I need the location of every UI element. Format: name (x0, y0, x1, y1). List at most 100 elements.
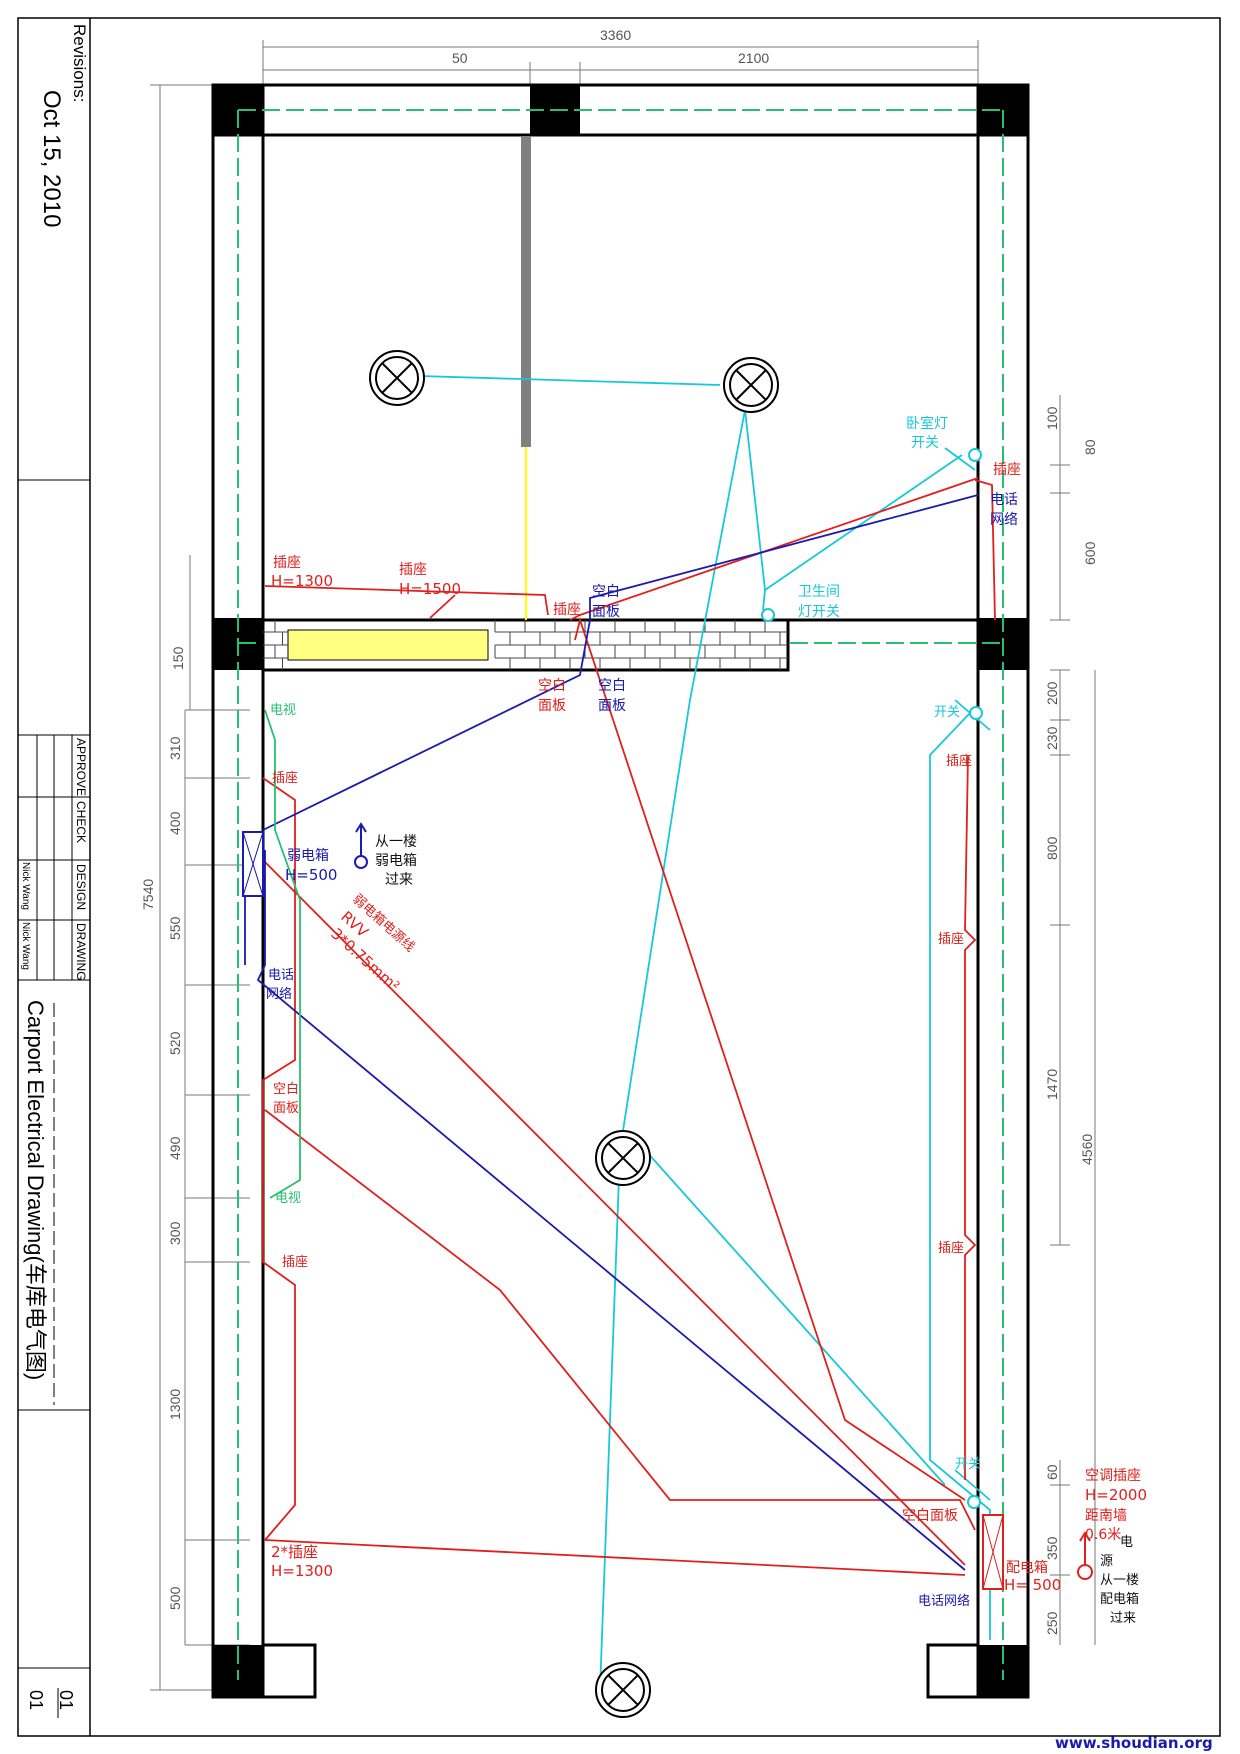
dim-right-200: 200 (1044, 681, 1060, 705)
label-socket-tr: 插座 (993, 462, 1021, 478)
label-phone-tr-1: 电话 (990, 492, 1018, 508)
label-blank-red-1: 空白 (538, 678, 566, 694)
dim-left-seg-4: 490 (167, 1136, 183, 1160)
ceiling-light-4 (595, 1662, 651, 1718)
dim-right-100: 100 (1044, 406, 1060, 430)
dim-right-350: 350 (1044, 1536, 1060, 1560)
label-blank-blue2-2: 面板 (598, 698, 626, 714)
dim-right-800: 800 (1044, 836, 1060, 860)
drawing-title: Carport Electrical Drawing(车库电气图) (23, 1000, 48, 1380)
label-weak-h: H=500 (285, 866, 337, 884)
label-blank-left-1: 空白 (273, 1081, 299, 1097)
dim-left-total: 7540 (140, 879, 156, 910)
columns (213, 85, 1028, 1697)
check-label: CHECK (74, 801, 88, 843)
ceiling-light-1 (369, 350, 425, 406)
revisions-label: Revisions: (70, 24, 89, 102)
label-dist-box: 配电箱 (1006, 1560, 1048, 1576)
dim-right-230: 230 (1044, 726, 1060, 750)
label-socket-1300: 插座 (273, 555, 301, 571)
label-ac-socket-4: 0.6米 (1085, 1527, 1121, 1543)
drawer-name: Nick Wang (20, 922, 31, 970)
label-blank-blue-1: 空白 (592, 584, 620, 600)
distribution-box (982, 1514, 1004, 1590)
label-socket-right-3: 插座 (938, 1241, 964, 1256)
revision-date: Oct 15, 2010 (38, 90, 65, 227)
power-wires (262, 477, 996, 1576)
label-ac-socket-1: 空调插座 (1085, 1468, 1141, 1484)
dim-left-seg-0: 310 (167, 736, 183, 760)
label-power-src-3: 从一楼 (1100, 1573, 1139, 1588)
title-block: Revisions: Oct 15, 2010 APPROVE CHECK DE… (18, 18, 91, 1736)
dim-left-seg-2: 550 (167, 916, 183, 940)
label-from-floor1-weak-3: 过来 (385, 872, 413, 888)
label-tv-top: 电视 (270, 703, 296, 718)
dim-left-seg-7: 500 (167, 1586, 183, 1610)
label-switch-right-top: 开关 (934, 705, 960, 720)
label-socket-left-2: 插座 (282, 1255, 308, 1270)
label-from-floor1-weak-1: 从一楼 (375, 834, 417, 850)
sheet-number: 01 (56, 1690, 76, 1710)
dim-right-60: 60 (1044, 1464, 1060, 1480)
dim-left-seg-6: 1300 (167, 1389, 183, 1420)
switch-symbols (761, 448, 983, 1509)
dim-top-right: 2100 (738, 50, 769, 66)
dim-right-1470: 1470 (1044, 1069, 1060, 1100)
label-phone-tr-2: 网络 (990, 512, 1018, 528)
drawing-label: DRAWING (74, 923, 88, 981)
label-socket-double: 2*插座 (271, 1543, 318, 1561)
incoming-power-arrow (1077, 1531, 1093, 1580)
label-blank-blue-2: 面板 (592, 604, 620, 620)
sheet-border (17, 17, 1221, 1737)
design-label: DESIGN (74, 864, 88, 910)
label-blank-red-2: 面板 (538, 698, 566, 714)
dim-top-total: 3360 (600, 27, 631, 43)
designer-name: Nick Wang (20, 862, 31, 910)
dim-top-left: 50 (452, 50, 468, 66)
dimension-labels: 3360 50 2100 7540 150 310 400 550 520 49… (140, 27, 1098, 1635)
label-socket-right-2: 插座 (938, 932, 964, 947)
dim-left-150: 150 (170, 646, 186, 670)
dim-right-total: 4560 (1079, 1134, 1095, 1165)
label-tv-bottom: 电视 (275, 1191, 301, 1206)
label-power-src-5: 过来 (1110, 1611, 1136, 1626)
label-h1500: H=1500 (399, 580, 461, 598)
label-blank-left-2: 面板 (273, 1101, 299, 1116)
label-power-src-1: 电 (1120, 1535, 1133, 1550)
label-h1300-b: H=1300 (271, 1562, 333, 1580)
label-socket-left-1: 插座 (272, 771, 298, 786)
label-h1300: H=1300 (271, 572, 333, 590)
label-phone-bottom: 电话网络 (918, 1593, 970, 1609)
approve-label: APPROVE (74, 738, 88, 796)
ceiling-light-2 (723, 357, 779, 413)
label-socket-right-1: 插座 (946, 754, 972, 769)
dim-left-seg-5: 300 (167, 1221, 183, 1245)
lighting-wires (419, 375, 991, 1691)
tv-wire (264, 709, 301, 1199)
label-phone-left-2: 网络 (266, 986, 292, 1002)
label-blank-right: 空白面板 (902, 1508, 958, 1524)
label-socket-1500: 插座 (399, 562, 427, 578)
weak-current-box (242, 831, 264, 897)
label-switch-right-bottom: 开关 (955, 1457, 981, 1472)
partition-wall (261, 618, 790, 672)
incoming-weak-arrow (354, 822, 368, 869)
label-power-src-2: 源 (1100, 1554, 1113, 1569)
label-socket-mid: 插座 (553, 602, 581, 618)
ceiling-light-3 (595, 1130, 651, 1186)
label-weak-box: 弱电箱 (287, 848, 329, 864)
label-ac-socket-3: 距南墙 (1085, 1508, 1127, 1524)
label-ac-socket-2: H=2000 (1085, 1486, 1147, 1504)
label-blank-blue2-1: 空白 (598, 678, 626, 694)
label-bedroom-switch-1: 卧室灯 (906, 415, 948, 432)
sheet-total: 01 (26, 1690, 46, 1710)
label-power-src-4: 配电箱 (1100, 1591, 1139, 1607)
dim-right-600: 600 (1082, 541, 1098, 565)
partition-stud (521, 137, 531, 447)
label-bath-switch-1: 卫生间 (798, 584, 840, 600)
watermark: www.shoudian.org (1055, 1734, 1213, 1752)
label-phone-left-1: 电话 (268, 968, 294, 983)
dim-left-seg-3: 520 (167, 1031, 183, 1055)
walls (211, 83, 1030, 1699)
